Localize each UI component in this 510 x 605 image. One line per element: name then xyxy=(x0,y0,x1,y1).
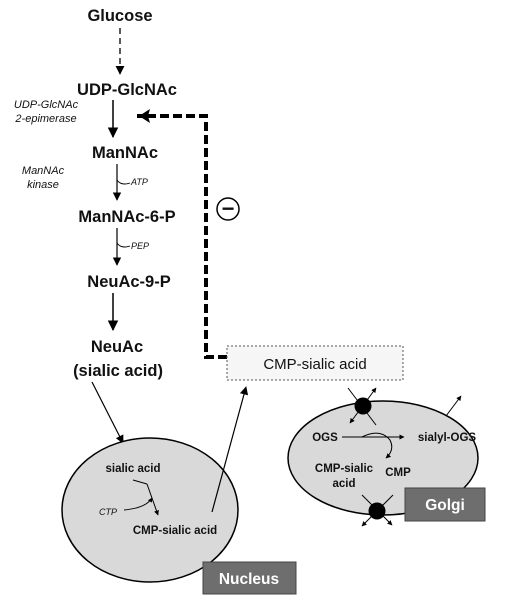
pep-label: PEP xyxy=(131,241,149,251)
golgi-label: Golgi xyxy=(425,497,465,514)
neuac-label: NeuAc xyxy=(91,338,143,356)
nucleus-compartment xyxy=(61,437,239,583)
kinase-label-line2: kinase xyxy=(27,179,59,191)
feedback-arrowhead xyxy=(139,109,150,123)
golgi-bottom-transporter-icon xyxy=(368,502,386,520)
cmp-release-arrow xyxy=(361,432,393,459)
inhibition-circle xyxy=(216,197,240,221)
udp-glcnac-label: UDP-GlcNAc xyxy=(77,81,177,99)
golgi-sialyl-ogs-label: sialyl-OGS xyxy=(418,432,476,444)
sialic-acid-sublabel: (sialic acid) xyxy=(73,362,163,380)
neuac-to-nucleus-arrow xyxy=(91,381,124,444)
glucose-label: Glucose xyxy=(87,7,152,25)
nucleus-sialic-acid-label: sialic acid xyxy=(106,463,161,475)
kinase-label-line1: ManNAc xyxy=(22,165,65,177)
nucleus-label: Nucleus xyxy=(219,571,279,588)
nucleus-reaction-line xyxy=(132,479,148,485)
epimerase-label-line2: 2-epimerase xyxy=(14,113,76,125)
atp-label: ATP xyxy=(130,177,148,187)
golgi-label-box xyxy=(404,487,486,522)
ctp-side-arrow xyxy=(123,497,153,511)
epimerase-label-line1: UDP-GlcNAc xyxy=(14,99,79,111)
inhibition-symbol: − xyxy=(222,196,235,221)
cmp-sialic-acid-box xyxy=(226,345,404,381)
sialyl-ogs-export-arrow xyxy=(445,395,462,417)
golgi-cmp-sialic-label-line2: acid xyxy=(332,478,355,490)
golgi-ogs-label: OGS xyxy=(312,432,338,444)
cmp-sialic-acid-box-label: CMP-sialic acid xyxy=(263,356,366,373)
mannac-label: ManNAc xyxy=(92,144,158,162)
neuac-9p-label: NeuAc-9-P xyxy=(87,273,170,291)
golgi-top-transporter-icon xyxy=(354,397,372,415)
golgi-cmp-sialic-label-line1: CMP-sialic xyxy=(315,463,374,475)
nucleus-cmp-sialic-label: CMP-sialic acid xyxy=(133,525,217,537)
nucleus-label-box xyxy=(202,561,297,595)
ctp-label: CTP xyxy=(99,507,117,517)
nucleus-reaction-arrow xyxy=(146,483,159,516)
mannac-6p-label: ManNAc-6-P xyxy=(78,208,175,226)
pep-side-arrow xyxy=(116,242,131,248)
nucleus-export-arrow xyxy=(211,386,249,513)
golgi-cmp-label: CMP xyxy=(385,467,411,479)
atp-side-arrow xyxy=(116,179,131,185)
